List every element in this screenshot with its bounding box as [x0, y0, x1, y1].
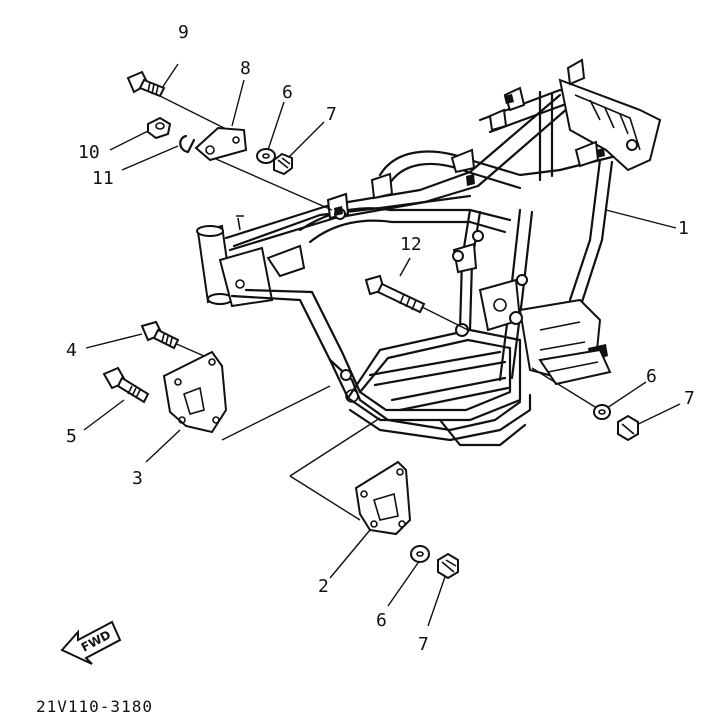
callout-7-right: 7: [684, 388, 695, 409]
callout-11: 11: [92, 168, 114, 189]
bolt-part-4: [140, 320, 180, 350]
main-frame: [196, 58, 662, 447]
leader-lines: [83, 63, 681, 627]
callout-2: 2: [318, 576, 329, 597]
plate-part-2: [354, 460, 412, 536]
callout-6-right: 6: [646, 366, 657, 387]
bolt-part-12: [364, 274, 426, 314]
plate-part-3: [162, 350, 228, 434]
callout-12: 12: [400, 234, 422, 255]
nut-part-7-top: [273, 152, 293, 176]
clip-part-11: [179, 134, 196, 154]
bolt-part-9: [126, 70, 166, 98]
bracket-part-8: [194, 126, 248, 162]
callout-5: 5: [66, 426, 77, 447]
washer-part-6-bottom: [410, 545, 430, 563]
callout-6-top: 6: [282, 82, 293, 103]
nut-part-7-right: [617, 414, 639, 442]
callout-3: 3: [132, 468, 143, 489]
callout-6-bottom: 6: [376, 610, 387, 631]
drawing-code: 21V110-3180: [36, 697, 153, 716]
nut-part-7-bottom: [437, 552, 459, 580]
callout-10: 10: [78, 142, 100, 163]
nut-part-10: [147, 116, 172, 140]
washer-part-6-top: [256, 148, 276, 164]
callout-7-top: 7: [326, 104, 337, 125]
callout-4: 4: [66, 340, 77, 361]
callout-7-bottom: 7: [418, 634, 429, 655]
fwd-arrow-icon: FWD: [60, 620, 122, 665]
callout-8: 8: [240, 58, 251, 79]
callout-9: 9: [178, 22, 189, 43]
washer-part-6-right: [593, 404, 611, 420]
bolt-part-5: [102, 366, 150, 404]
callout-1: 1: [678, 218, 689, 239]
callout-numbers: 1 2 3 4 5 6 6 6 7 7 7 8 9 10 11 12: [66, 22, 695, 655]
